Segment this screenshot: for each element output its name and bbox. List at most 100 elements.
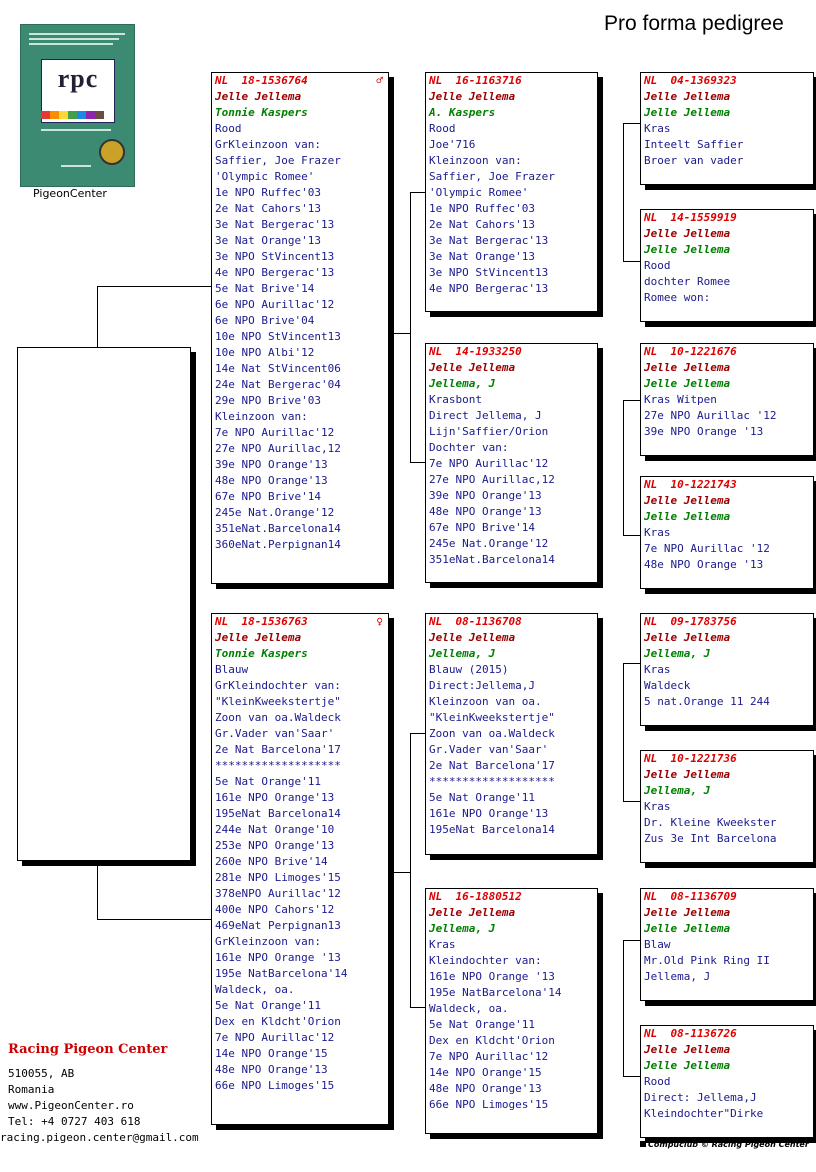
pedigree-line: GrKleinzoon van:	[215, 935, 321, 948]
ring-number: NL 08-1136708	[429, 614, 594, 630]
pedigree-line: 5e Nat Orange'11	[215, 999, 321, 1012]
pedigree-line: 6e NPO Aurillac'12	[215, 298, 335, 311]
pedigree-line: Joe'716	[429, 138, 476, 151]
pedigree-line: Kras Witpen	[644, 393, 717, 406]
ring-number-text: NL 09-1783756	[644, 615, 737, 628]
pedigree-line: 27e NPO Aurillac '12	[644, 409, 777, 422]
pedigree-line: 66e NPO Limoges'15	[215, 1079, 335, 1092]
pedigree-line: Dr. Kleine Kweekster	[644, 816, 777, 829]
pedigree-line: Zoon van oa.Waldeck	[429, 727, 555, 740]
owner-name: Jelle Jellema	[429, 90, 516, 103]
pedigree-line: 14e NPO Orange'15	[215, 1047, 328, 1060]
male-icon: ♂	[376, 74, 383, 87]
pedigree-line: Kras	[644, 800, 671, 813]
logo-letters: rpc	[57, 64, 99, 93]
pedigree-line: 48e NPO Orange'13	[215, 1063, 328, 1076]
owner-name: Jelle Jellema	[644, 768, 731, 781]
pedigree-line: 3e NPO StVincent13	[429, 266, 549, 279]
pedigree-line: 39e NPO Orange '13	[644, 425, 764, 438]
pedigree-line: 244e Nat Orange'10	[215, 823, 335, 836]
ring-number-text: NL 10-1221736	[644, 752, 737, 765]
ring-number-text: NL 18-1536763	[215, 615, 308, 628]
ring-number: NL 14-1933250	[429, 344, 594, 360]
pedigree-line: Saffier, Joe Frazer	[215, 154, 341, 167]
pedigree-line: 67e NPO Brive'14	[215, 490, 321, 503]
contact-website[interactable]: www.PigeonCenter.ro	[8, 1099, 134, 1112]
pedigree-line: 24e Nat Bergerac'04	[215, 378, 341, 391]
pedigree-line: 4e NPO Bergerac'13	[429, 282, 549, 295]
contact-line: 510055, AB	[8, 1067, 75, 1080]
pedigree-line: Rood	[644, 1075, 671, 1088]
breeder-name: Jelle Jellema	[644, 510, 731, 523]
ring-number-text: NL 16-1163716	[429, 74, 522, 87]
pedigree-line: 3e Nat Orange'13	[429, 250, 535, 263]
pedigree-line: Gr.Vader van'Saar'	[215, 727, 335, 740]
pedigree-line: 161e NPO Orange '13	[215, 951, 341, 964]
pedigree-line: 1e NPO Ruffec'03	[215, 186, 321, 199]
pedigree-line: Saffier, Joe Frazer	[429, 170, 555, 183]
pedigree-line: Krasbont	[429, 393, 482, 406]
pedigree-line: 29e NPO Brive'03	[215, 394, 321, 407]
owner-name: Jelle Jellema	[644, 90, 731, 103]
pedigree-line: 39e NPO Orange'13	[429, 489, 542, 502]
pedigree-line: Kleinzoon van:	[215, 410, 308, 423]
owner-name: Jelle Jellema	[644, 631, 731, 644]
pedigree-line: 378eNPO Aurillac'12	[215, 887, 341, 900]
pedigree-line: 7e NPO Aurillac '12	[644, 542, 770, 555]
pedigree-line: 5e Nat Brive'14	[215, 282, 315, 295]
pedigree-line: 48e NPO Orange'13	[429, 1082, 542, 1095]
pedigree-line: 'Olympic Romee'	[215, 170, 315, 183]
owner-name: Jelle Jellema	[644, 361, 731, 374]
owner-name: Jelle Jellema	[215, 90, 302, 103]
pedigree-line: Rood	[644, 259, 671, 272]
pedigree-line: 245e Nat.Orange'12	[215, 506, 335, 519]
pedigree-line: 281e NPO Limoges'15	[215, 871, 341, 884]
pedigree-line: 3e NPO StVincent13	[215, 250, 335, 263]
pedigree-line: Direct:Jellema,J	[429, 679, 535, 692]
ring-number: NL 10-1221676	[644, 344, 810, 360]
pedigree-line: 14e NPO Orange'15	[429, 1066, 542, 1079]
subject-pigeon-box	[17, 347, 191, 861]
pedigree-line: 7e NPO Aurillac'12	[215, 426, 335, 439]
female-icon: ♀	[376, 615, 383, 628]
owner-name: Jelle Jellema	[429, 361, 516, 374]
pedigree-line: 7e NPO Aurillac'12	[215, 1031, 335, 1044]
pedigree-line: Rood	[429, 122, 456, 135]
pedigree-line: 48e NPO Orange '13	[644, 558, 764, 571]
ring-number-text: NL 08-1136726	[644, 1027, 737, 1040]
pedigree-line: 67e NPO Brive'14	[429, 521, 535, 534]
pedigree-line: Rood	[215, 122, 242, 135]
breeder-name: Jellema, J	[644, 647, 711, 660]
ring-number: NL 14-1559919	[644, 210, 810, 226]
contact-phone: Tel: +4 0727 403 618	[8, 1115, 141, 1128]
pedigree-line: Romee won:	[644, 291, 711, 304]
pedigree-line: 360eNat.Perpignan14	[215, 538, 341, 551]
pedigree-line: 66e NPO Limoges'15	[429, 1098, 549, 1111]
pedigree-line: GrKleindochter van:	[215, 679, 341, 692]
ring-number: NL 08-1136709	[644, 889, 810, 905]
pedigree-line: Kras	[644, 122, 671, 135]
pedigree-line: Zus 3e Int Barcelona	[644, 832, 777, 845]
pedigree-line: 48e NPO Orange'13	[215, 474, 328, 487]
pedigree-line: 400e NPO Cahors'12	[215, 903, 335, 916]
ring-number: NL 08-1136726	[644, 1026, 810, 1042]
pedigree-line: Waldeck, oa.	[429, 1002, 509, 1015]
contact-email[interactable]: racing.pigeon.center@gmail.com	[0, 1131, 199, 1144]
pedigree-line: 2e Nat Barcelona'17	[215, 743, 341, 756]
pedigree-line: Blauw (2015)	[429, 663, 509, 676]
pedigree-line: Kleindochter van:	[429, 954, 542, 967]
owner-name: Jelle Jellema	[644, 227, 731, 240]
breeder-name: Jelle Jellema	[644, 243, 731, 256]
pedigree-line: 1e NPO Ruffec'03	[429, 202, 535, 215]
pedigree-line: GrKleinzoon van:	[215, 138, 321, 151]
breeder-name: Tonnie Kaspers	[215, 106, 308, 119]
